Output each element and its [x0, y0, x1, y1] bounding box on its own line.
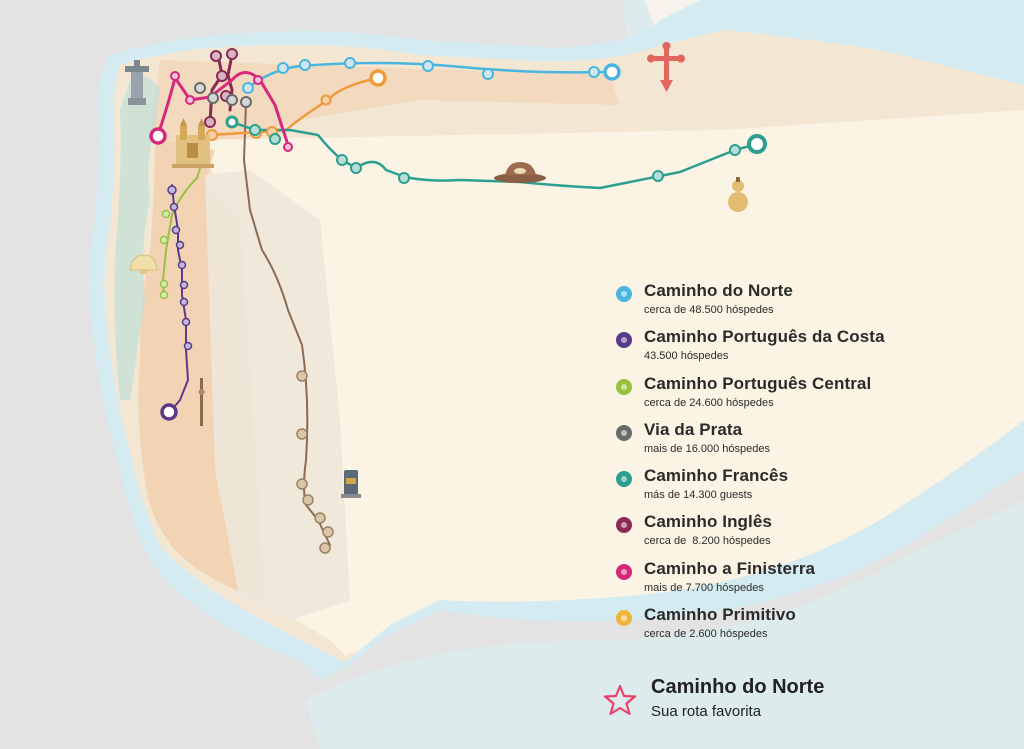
frances-endpoint [747, 134, 767, 154]
scallop-shell-icon [129, 254, 158, 274]
legend-item-subtitle: cerca de 8.200 hóspedes [644, 535, 771, 548]
route-color-dot [616, 563, 632, 580]
legend-item-title: Caminho Inglês [644, 512, 772, 532]
legend-item-title: Caminho do Norte [644, 281, 793, 300]
legend-item-subtitle: más de 14.300 guests [644, 489, 753, 502]
route-line-finisterra [156, 71, 290, 147]
route-color-dot [616, 517, 632, 534]
legend-item: Caminho Português da Costa 43.500 hóspede… [616, 327, 1016, 373]
favorite-route-subtitle: Sua rota favorita [651, 703, 762, 720]
legend-item-subtitle: cerca de 48.500 hóspedes [644, 304, 774, 316]
cross-of-santiago-icon [647, 42, 685, 92]
legend-item-subtitle: cerca de 2.600 hóspedes [644, 628, 768, 641]
legend-item: Caminho Francês más de 14.300 guests [616, 466, 1016, 512]
route-color-dot [616, 378, 632, 395]
costa-endpoint [160, 403, 178, 421]
legend-item-subtitle: cerca de 24.600 hóspedes [644, 396, 774, 409]
milestone-icon [341, 470, 361, 498]
legend-item: Via da Prata mais de 16.000 hóspedes [616, 420, 1016, 466]
lighthouse-icon [125, 60, 149, 105]
route-color-dot [616, 471, 632, 488]
route-color-dot [616, 424, 632, 441]
route-legend: Caminho do Norte cerca de 48.500 hóspedes… [616, 281, 1016, 651]
star-icon [604, 684, 636, 716]
legend-item-title: Caminho Francês [644, 466, 789, 486]
legend-item: Caminho do Norte cerca de 48.500 hóspedes [616, 281, 1016, 327]
route-color-dot [616, 610, 632, 627]
primitivo-endpoint [369, 69, 387, 87]
legend-item: Caminho Português Central cerca de 24.600… [616, 374, 1016, 420]
legend-item: Caminho Inglês cerca de 8.200 hóspedes [616, 512, 1016, 558]
route-stops [149, 48, 767, 554]
legend-item-subtitle: mais de 7.700 hóspedes [644, 581, 764, 594]
legend-item-title: Caminho Primitivo [644, 605, 796, 625]
legend-item-title: Caminho a Finisterra [644, 558, 816, 578]
legend-item-subtitle: 43.500 hóspedes [644, 350, 729, 363]
route-line-portugues-central [162, 167, 201, 296]
finisterra-endpoint [149, 127, 167, 145]
route-line-caminho-frances [230, 120, 759, 190]
route-color-dot [616, 286, 632, 302]
land-areas [89, 0, 1024, 749]
legend-item-title: Caminho Português Central [644, 373, 872, 393]
gourd-icon [728, 177, 748, 212]
legend-item: Caminho a Finisterra mais de 7.700 hósped… [616, 559, 1016, 605]
legend-item: Caminho Primitivo cerca de 2.600 hóspedes [616, 605, 1016, 651]
legend-item-title: Caminho Português da Costa [644, 327, 885, 347]
route-line-portugues-costa [169, 184, 189, 413]
pilgrim-staff-icon [198, 378, 205, 426]
cathedral-icon [172, 118, 214, 168]
route-color-dot [616, 332, 632, 349]
favorite-route-title: Caminho do Norte [651, 676, 825, 698]
legend-item-title: Via da Prata [644, 419, 743, 439]
norte-endpoint [603, 63, 621, 81]
legend-item-subtitle: mais de 16.000 hóspedes [644, 442, 770, 455]
pilgrim-hat-icon [494, 162, 546, 183]
